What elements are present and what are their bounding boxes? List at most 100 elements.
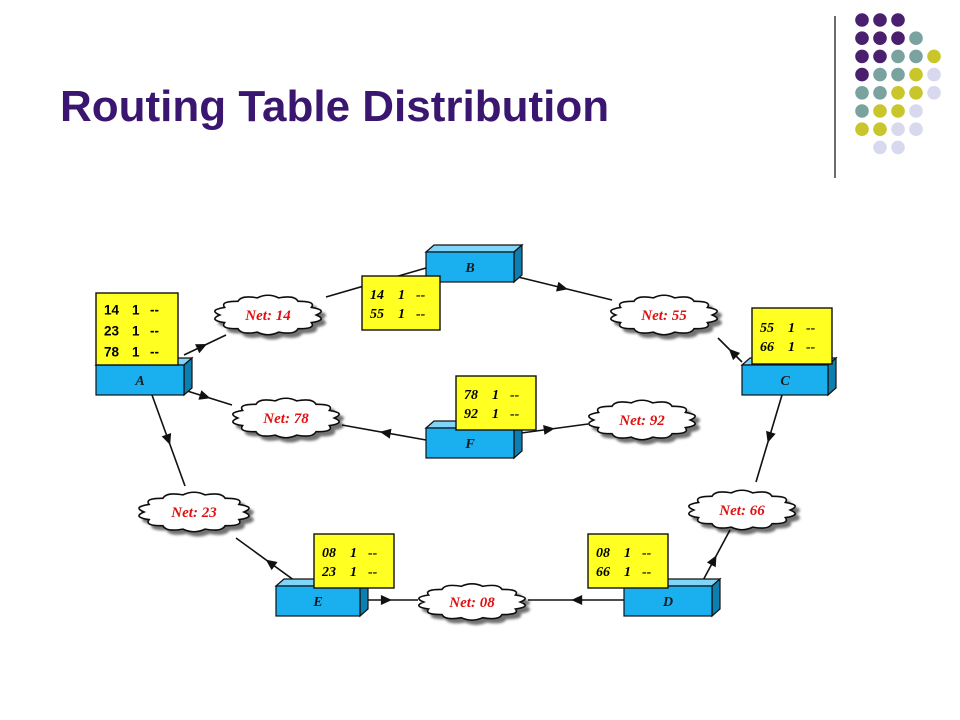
link-arrowhead bbox=[728, 348, 741, 361]
link-arrowhead bbox=[571, 595, 583, 605]
routing-table-cell: 66 bbox=[596, 565, 610, 580]
network-label: Net: 92 bbox=[618, 413, 665, 429]
routing-table-cell: 1 bbox=[132, 324, 140, 339]
routing-table-cell: 08 bbox=[596, 546, 610, 561]
routing-table-cell: -- bbox=[416, 307, 426, 322]
routing-table-cell: 14 bbox=[370, 288, 384, 303]
routing-table-cell: -- bbox=[368, 546, 378, 561]
cloud-shape bbox=[214, 294, 322, 336]
routing-table-cell: 55 bbox=[760, 321, 774, 336]
routing-table-box bbox=[587, 533, 669, 589]
routing-table-cell: 1 bbox=[624, 546, 631, 561]
routing-table-cell: 66 bbox=[760, 340, 774, 355]
accent-dot bbox=[891, 140, 905, 155]
accent-dot bbox=[873, 31, 887, 45]
routing-table-box bbox=[361, 275, 441, 331]
routing-table-cell: -- bbox=[416, 288, 426, 303]
accent-dot bbox=[873, 13, 887, 27]
router-label: F bbox=[464, 437, 475, 452]
routing-table-box bbox=[751, 307, 833, 365]
routing-table-cell: 1 bbox=[350, 546, 357, 561]
routing-table-cell: 1 bbox=[132, 303, 140, 318]
routing-table-cell: 1 bbox=[350, 565, 357, 580]
network-label: Net: 55 bbox=[640, 308, 687, 324]
routing-table-cell: -- bbox=[150, 324, 159, 339]
routing-table-cell: 1 bbox=[788, 340, 795, 355]
link-arrowhead bbox=[379, 428, 392, 439]
router-box bbox=[623, 585, 713, 617]
routing-table-cell: 1 bbox=[398, 288, 405, 303]
routing-table-cell: -- bbox=[368, 565, 378, 580]
routing-table-cell: 1 bbox=[788, 321, 795, 336]
accent-dot bbox=[891, 86, 905, 100]
accent-dot bbox=[873, 104, 887, 118]
routing-table-cell: 78 bbox=[464, 388, 478, 403]
network-cloud-n92: Net: 92 bbox=[588, 399, 696, 441]
accent-dot bbox=[891, 13, 905, 27]
routing-table-cell: 1 bbox=[492, 388, 499, 403]
routing-table-cell: 23 bbox=[321, 565, 336, 580]
router-label: A bbox=[134, 374, 144, 389]
network-cloud-n14: Net: 14 bbox=[214, 294, 322, 336]
router-label: E bbox=[312, 595, 322, 610]
cloud-shape bbox=[688, 489, 796, 531]
cloud-shape bbox=[610, 294, 718, 336]
routing-table-cell: 78 bbox=[104, 345, 120, 360]
accent-dot bbox=[891, 49, 905, 64]
cloud-shape bbox=[588, 399, 696, 441]
accent-dot bbox=[909, 86, 923, 100]
accent-dot bbox=[927, 67, 941, 82]
link-arrowhead bbox=[706, 555, 717, 568]
link-arrowhead bbox=[265, 559, 278, 571]
routing-table-box bbox=[455, 375, 537, 431]
accent-dot bbox=[873, 49, 887, 64]
routing-table-e: 08 1 -- 23 1 -- bbox=[313, 533, 395, 589]
link-arrowhead bbox=[766, 430, 776, 443]
routing-table-cell: 14 bbox=[104, 303, 120, 318]
routing-table-cell: 92 bbox=[464, 407, 478, 422]
network-cloud-n55: Net: 55 bbox=[610, 294, 718, 336]
accent-dot bbox=[909, 67, 923, 82]
slide-title: Routing Table Distribution bbox=[60, 82, 610, 131]
title-divider bbox=[834, 16, 836, 178]
router-label: C bbox=[780, 374, 790, 389]
cloud-shape bbox=[138, 491, 250, 533]
accent-dot bbox=[891, 67, 905, 82]
router-label: D bbox=[662, 595, 673, 610]
accent-dot bbox=[873, 86, 887, 100]
routing-table-cell: -- bbox=[806, 321, 816, 336]
link-arrowhead bbox=[198, 390, 211, 400]
decorative-dot-grid bbox=[855, 13, 941, 155]
cloud-shape bbox=[232, 397, 340, 439]
routing-table-cell: 55 bbox=[370, 307, 384, 322]
accent-dot bbox=[855, 67, 869, 82]
routing-table-cell: 23 bbox=[104, 324, 120, 339]
accent-dot bbox=[927, 86, 941, 100]
router-box bbox=[741, 364, 829, 396]
accent-dot bbox=[855, 122, 869, 136]
routing-table-cell: 08 bbox=[322, 546, 336, 561]
routing-table-cell: -- bbox=[510, 407, 520, 422]
accent-dot bbox=[873, 122, 887, 136]
accent-dot bbox=[855, 31, 869, 45]
router-box bbox=[425, 427, 515, 459]
router-side-face bbox=[183, 356, 193, 397]
cloud-shape bbox=[418, 583, 526, 621]
accent-dot bbox=[855, 104, 869, 118]
router-label: B bbox=[464, 261, 474, 276]
accent-dot bbox=[927, 49, 941, 64]
routing-table-cell: -- bbox=[642, 546, 652, 561]
routing-table-cell: 1 bbox=[624, 565, 631, 580]
routing-table-cell: -- bbox=[150, 303, 159, 318]
routing-table-cell: -- bbox=[510, 388, 520, 403]
link-arrowhead bbox=[161, 433, 172, 446]
link-arrowhead bbox=[380, 595, 392, 605]
network-label: Net: 78 bbox=[262, 411, 309, 427]
routing-table-cell: -- bbox=[150, 345, 159, 360]
